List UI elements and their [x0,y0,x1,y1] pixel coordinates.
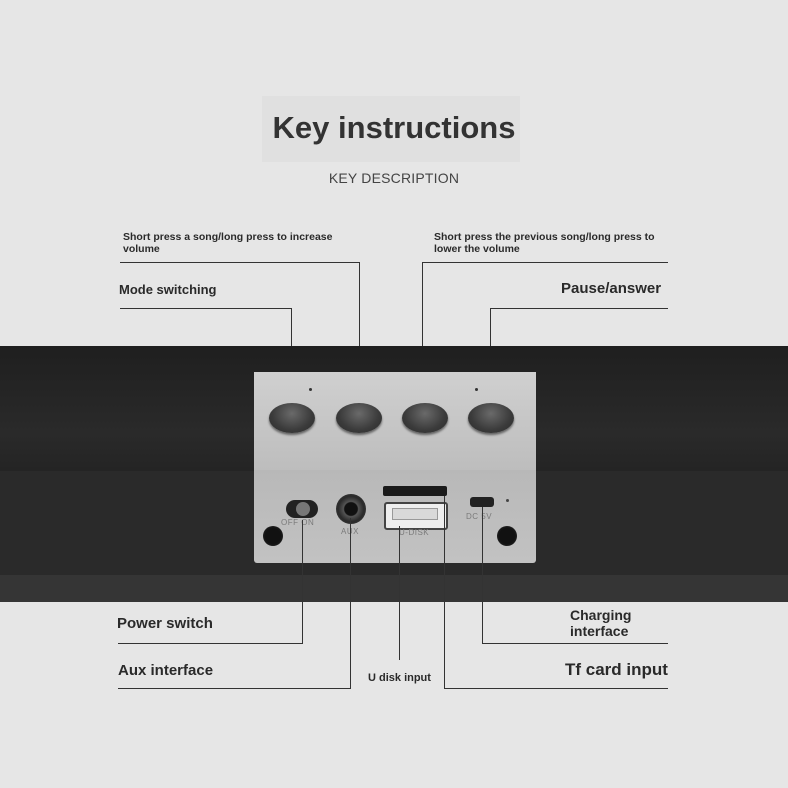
leader-charging-h [482,643,668,644]
label-mode: Mode switching [119,282,217,297]
label-pause: Pause/answer [561,280,662,297]
tf-card-slot[interactable] [383,486,447,496]
dc-etch-label: DC 5V [466,512,493,521]
power-switch-knob[interactable] [296,502,310,516]
label-aux: Aux interface [118,662,214,679]
indicator-dot [309,388,312,391]
leader-volume-up-v [359,262,360,410]
charge-led-dot [506,499,509,502]
leader-aux-h [118,688,351,689]
leader-udisk-v [399,526,400,660]
label-power: Power switch [117,615,213,632]
leader-power-h [118,643,303,644]
volume-up-button[interactable] [336,403,382,433]
pause-answer-button[interactable] [468,403,514,433]
label-volume-down: Short press the previous song/long press… [434,231,655,255]
page-title: Key instructions [272,110,516,145]
aux-jack[interactable] [336,494,366,524]
label-udisk: U disk input [368,672,431,684]
speaker-base [0,575,788,602]
leader-pause-h [490,308,668,309]
usb-etch-label: U-DISK [399,528,430,537]
screw-hole [263,526,283,546]
label-volume-up: Short press a song/long press to increas… [123,231,333,255]
leader-aux-v [350,518,351,689]
usb-port-tongue [392,508,438,520]
leader-volume-down-v [422,262,423,410]
screw-hole [497,526,517,546]
aux-etch-label: AUX [341,527,359,536]
leader-volume-up-h [120,262,360,263]
switch-etch-label: OFF ON [281,518,315,527]
page-subtitle: KEY DESCRIPTION [328,170,460,186]
leader-tf-h [444,688,668,689]
mode-button[interactable] [269,403,315,433]
leader-mode-h [120,308,292,309]
leader-power-v [302,520,303,644]
volume-down-button[interactable] [402,403,448,433]
title-backdrop [262,96,520,162]
leader-charging-v [482,507,483,644]
label-charging: Charging interface [570,607,632,639]
leader-volume-down-h [422,262,668,263]
leader-tf-v [444,496,445,689]
indicator-dot [475,388,478,391]
label-tf: Tf card input [565,660,668,679]
micro-usb-charging-port[interactable] [470,497,494,507]
